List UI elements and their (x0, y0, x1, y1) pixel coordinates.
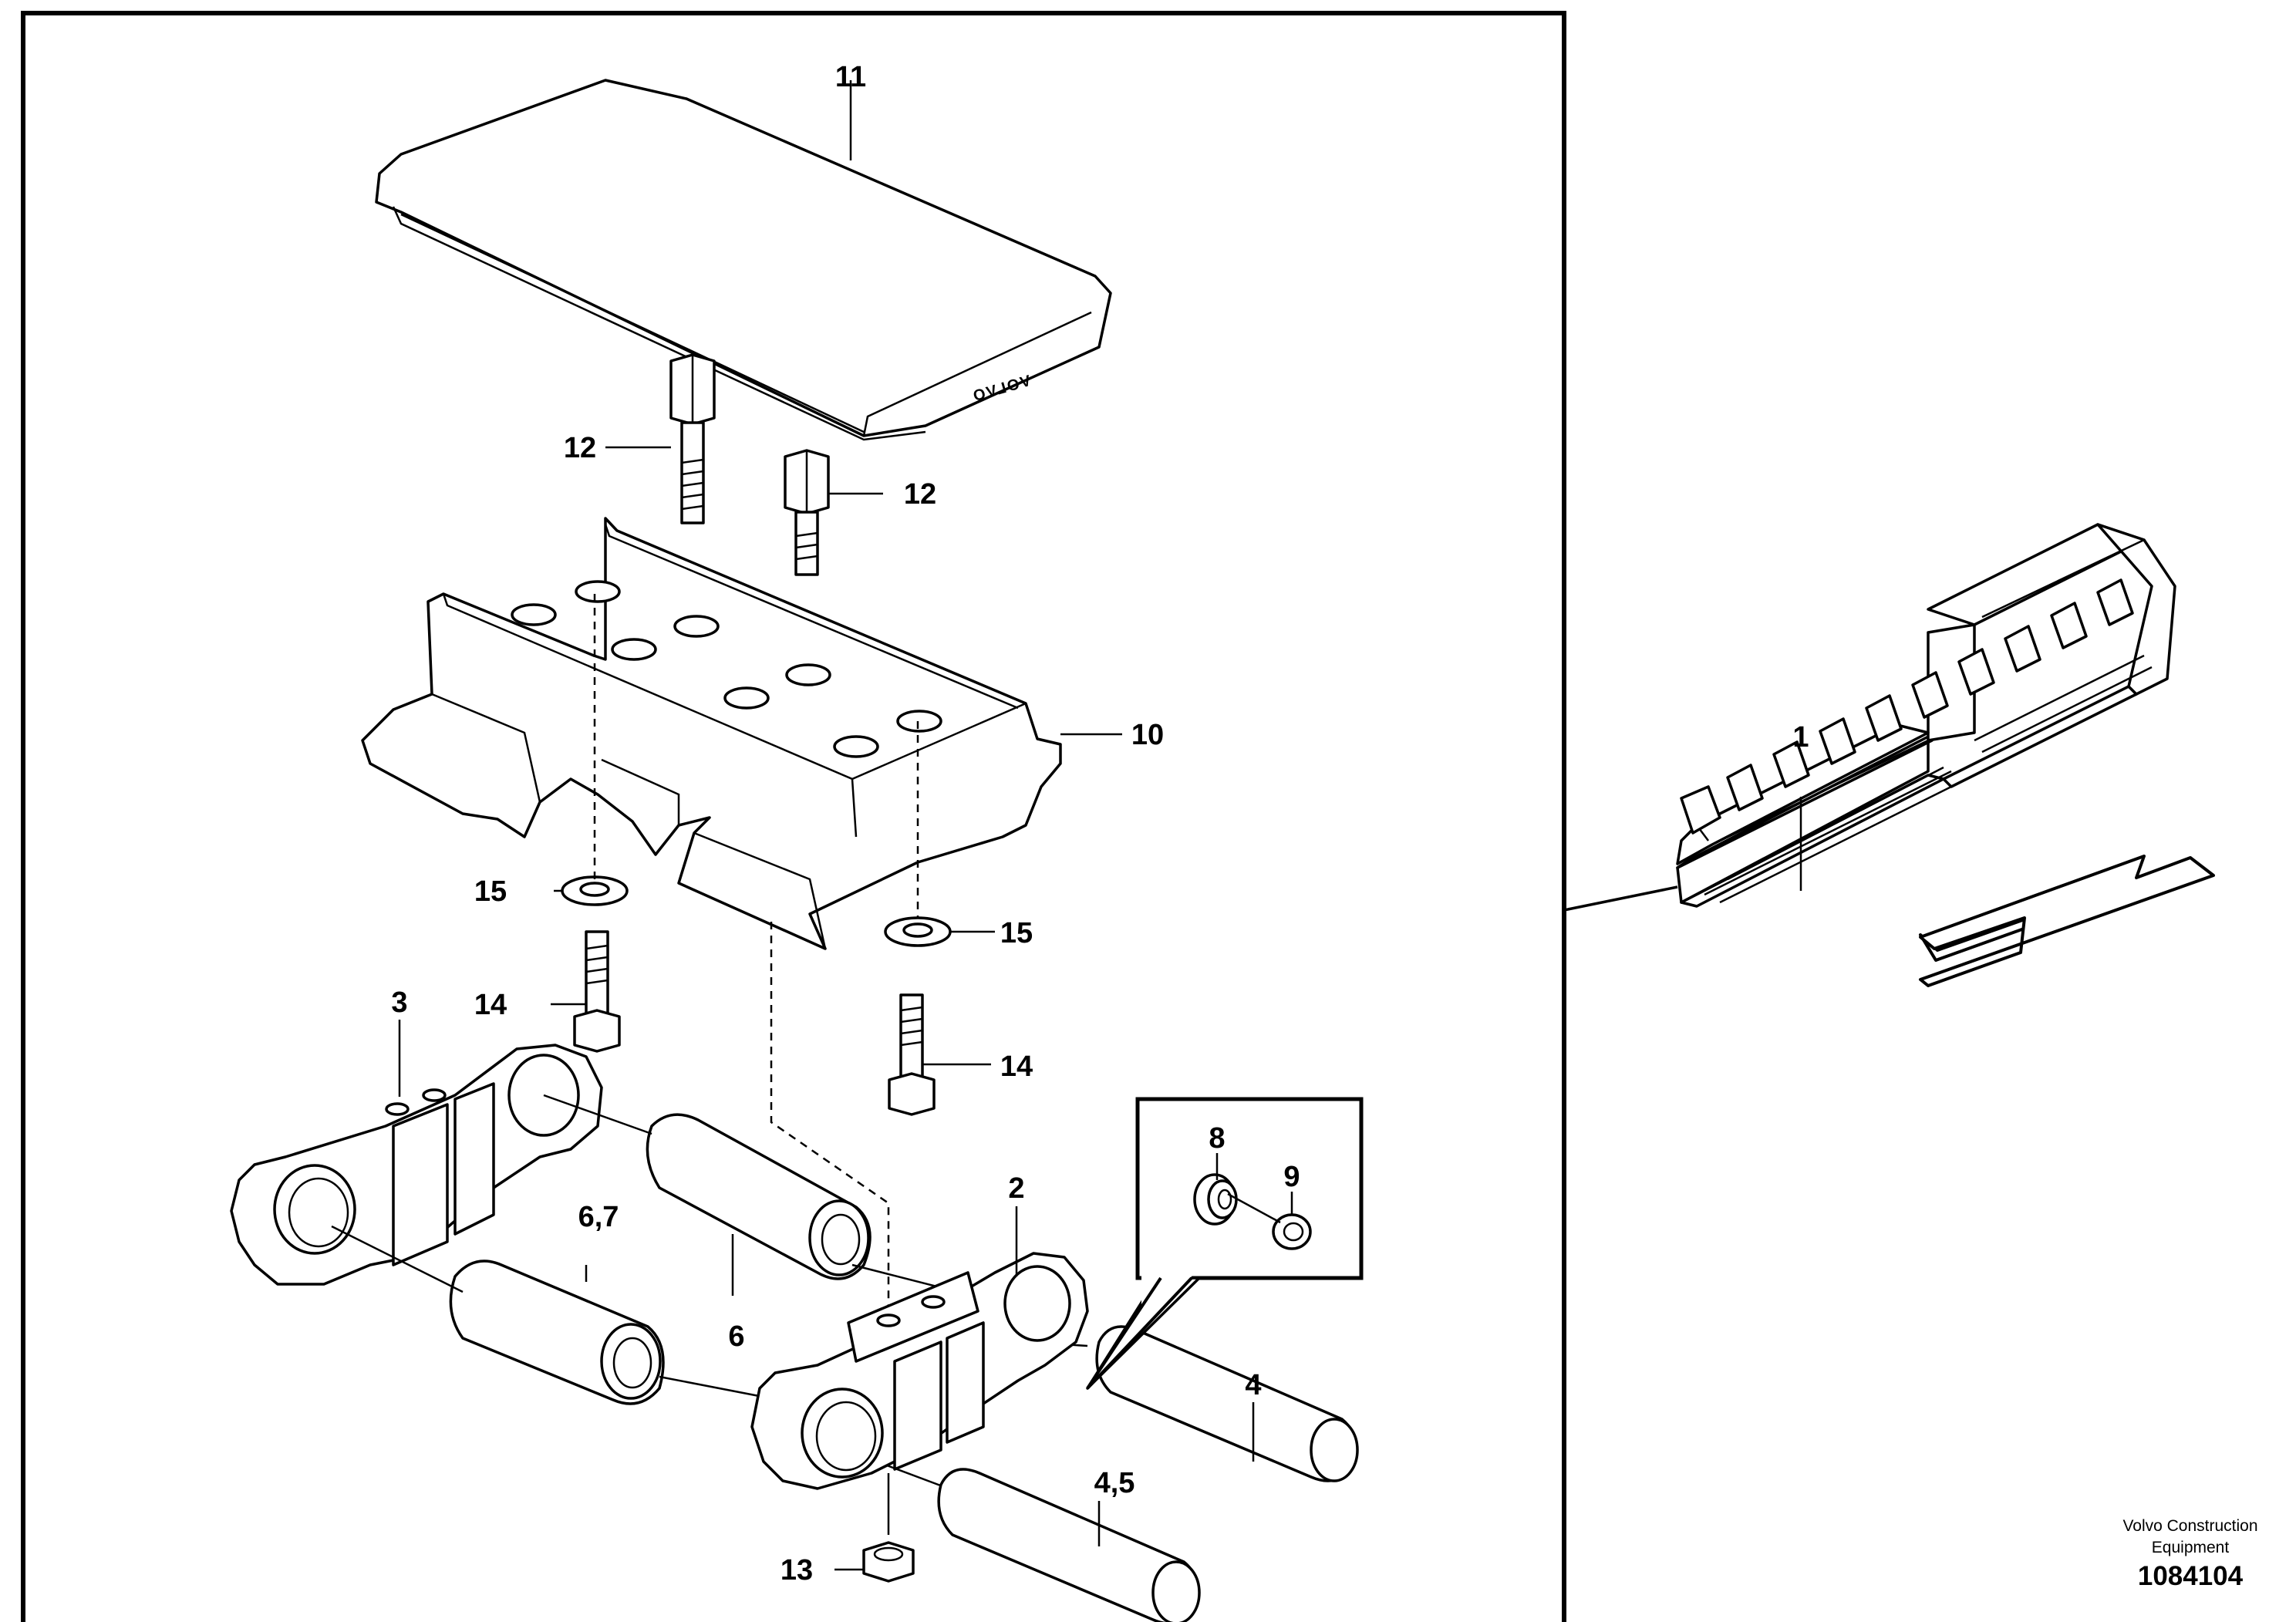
shoe-bolt-left (669, 353, 716, 524)
main-frame (21, 11, 1566, 1622)
track-shoe (361, 517, 1062, 950)
callout-2: 2 (1008, 1172, 1024, 1205)
callout-1: 1 (1792, 721, 1809, 754)
bushing-lower (449, 1259, 665, 1405)
seal-washer (1272, 1213, 1312, 1250)
track-link-left (230, 1044, 603, 1286)
callout-15-left: 15 (474, 875, 507, 908)
track-pad: VOLVO (375, 79, 1112, 441)
link-nut (862, 1473, 915, 1583)
track-pin-lower (937, 1468, 1201, 1622)
callout-15-right: 15 (1000, 917, 1033, 949)
company-name-line2: Equipment (2152, 1539, 2230, 1556)
callout-13: 13 (781, 1554, 813, 1587)
callout-6-7: 6,7 (578, 1201, 619, 1233)
washer-right (884, 916, 952, 947)
callout-11: 11 (835, 61, 866, 93)
seal-ring (1193, 1173, 1238, 1226)
detail-inset-frame (1135, 1097, 1364, 1280)
callout-9: 9 (1283, 1161, 1300, 1193)
callout-14-right: 14 (1000, 1050, 1033, 1083)
callout-12-left: 12 (564, 432, 596, 464)
callout-14-left: 14 (474, 989, 507, 1021)
company-name-line1: Volvo Construction (2122, 1517, 2257, 1535)
callout-6: 6 (728, 1320, 744, 1353)
shoe-bolt-lower-left (573, 930, 621, 1053)
washer-left (561, 875, 629, 906)
callout-10: 10 (1131, 719, 1164, 751)
callout-4-5: 4,5 (1094, 1467, 1135, 1499)
bushing-upper (646, 1113, 872, 1280)
shoe-bolt-right (784, 449, 830, 576)
track-pin-upper (1095, 1325, 1359, 1482)
track-link-right (750, 1252, 1089, 1490)
callout-4: 4 (1245, 1369, 1261, 1401)
callout-8: 8 (1209, 1122, 1225, 1155)
shoe-bolt-lower-right (888, 993, 936, 1116)
track-chain-overview (1676, 523, 2176, 908)
callout-3: 3 (391, 986, 407, 1019)
drawing-number: 1084104 (2138, 1561, 2244, 1591)
callout-12-right: 12 (904, 478, 936, 511)
